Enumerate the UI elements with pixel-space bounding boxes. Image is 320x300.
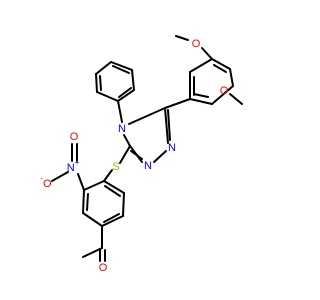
ring-b-inner-2 bbox=[193, 93, 209, 98]
atom-labels: O O N N N S N+ -O O O bbox=[40, 38, 228, 274]
atom-O-methoxy-top: O bbox=[192, 38, 201, 50]
phenyl-6 bbox=[117, 89, 135, 102]
acetyl-methyl bbox=[82, 247, 103, 258]
triazole-C3-N4 bbox=[123, 134, 131, 147]
triazole-C5-N bbox=[164, 107, 169, 144]
phenyl-inner-1 bbox=[99, 75, 102, 91]
ring-c-bond-1 bbox=[83, 180, 105, 191]
phenyl-3 bbox=[95, 61, 112, 75]
phenyl-1 bbox=[96, 91, 119, 102]
atom-N4-triazole: N bbox=[118, 123, 126, 135]
ring-b-bond-3 bbox=[211, 85, 234, 105]
atom-O-methoxy-right: O bbox=[220, 85, 229, 97]
atom-N-nitro: N+ bbox=[67, 158, 80, 174]
atom-O-nitro-minus: -O bbox=[40, 174, 52, 190]
ring-c-bond-5 bbox=[122, 192, 125, 217]
atom-O-carbonyl: O bbox=[99, 262, 108, 274]
ring-c-bond-2 bbox=[82, 189, 85, 214]
ring-b-bond-2 bbox=[229, 68, 234, 87]
atom-N-triazole-bottom: N bbox=[144, 160, 152, 172]
bond-lines bbox=[51, 35, 243, 262]
phenyl-inner-2 bbox=[112, 65, 130, 74]
biaryl-bond bbox=[164, 98, 191, 109]
ring-c-bond-3 bbox=[82, 212, 103, 227]
atom-S-thioether: S bbox=[112, 161, 119, 173]
N4-phenyl-bond bbox=[117, 100, 123, 123]
phenyl-2 bbox=[95, 73, 98, 93]
phenyl-4 bbox=[110, 61, 133, 71]
ring-c-inner-2 bbox=[103, 213, 120, 223]
atom-O-nitro: O bbox=[70, 131, 79, 143]
S-aryl-bond bbox=[103, 169, 113, 182]
triazole-N-N bbox=[153, 150, 167, 163]
triazole-inner-1 bbox=[167, 109, 171, 141]
methoxy-methyl-right bbox=[229, 93, 243, 105]
methoxy-methyl-top bbox=[175, 35, 189, 41]
ring-c-inner-1 bbox=[86, 193, 89, 211]
C3-S-bond bbox=[119, 145, 131, 164]
nitro-N-O-minus bbox=[51, 171, 69, 182]
ring-b-inner-1 bbox=[213, 64, 227, 73]
methoxy-O-top-bond bbox=[201, 47, 213, 60]
ring-b-bond-6 bbox=[189, 58, 213, 73]
C-nitro-bond bbox=[77, 173, 85, 191]
phenyl-inner-3 bbox=[118, 87, 132, 98]
phenyl-5 bbox=[131, 69, 135, 91]
ring-c-bond-4 bbox=[101, 215, 124, 227]
ring-b-bond-4 bbox=[189, 98, 213, 105]
ring-c-inner-3 bbox=[104, 185, 121, 197]
atom-N-triazole-right: N bbox=[168, 142, 176, 154]
ring-c-bond-6 bbox=[103, 180, 125, 194]
triazole-C5-N4 bbox=[128, 107, 166, 125]
molecule-structure: O O N N N S N+ -O O O bbox=[40, 35, 243, 274]
ring-b-bond-1 bbox=[211, 58, 231, 70]
triazole-inner-2 bbox=[130, 150, 143, 160]
